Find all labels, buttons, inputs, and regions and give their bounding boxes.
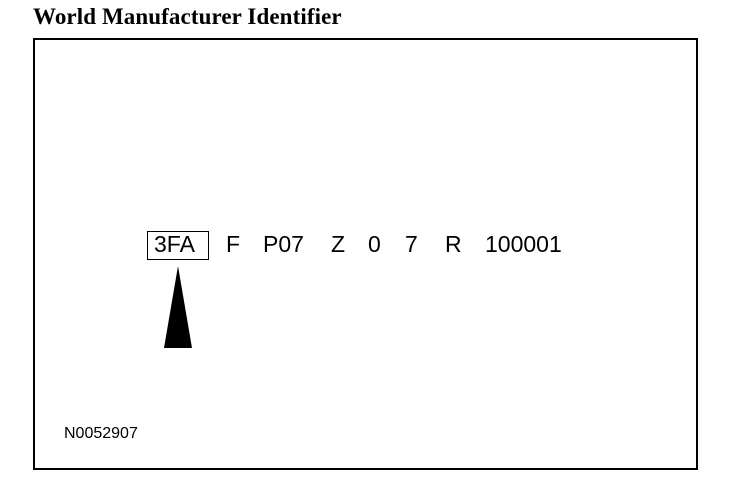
vin-segment-model-year: 7: [405, 231, 418, 257]
wmi-highlight-box: [147, 231, 209, 260]
vin-segment-wmi: 3FA: [154, 231, 195, 257]
vin-segment-body-type: P07: [263, 231, 304, 257]
vin-segment-serial: 100001: [485, 231, 562, 257]
vin-segment-vehicle-line: F: [226, 231, 241, 257]
diagram-frame: [33, 38, 698, 470]
figure-code: N0052907: [64, 425, 138, 442]
up-arrow-icon: [164, 266, 192, 348]
vin-segment-plant: R: [445, 231, 462, 257]
vin-segment-engine: Z: [331, 231, 346, 257]
vin-segment-check-digit: 0: [368, 231, 381, 257]
page-title: World Manufacturer Identifier: [33, 4, 342, 29]
